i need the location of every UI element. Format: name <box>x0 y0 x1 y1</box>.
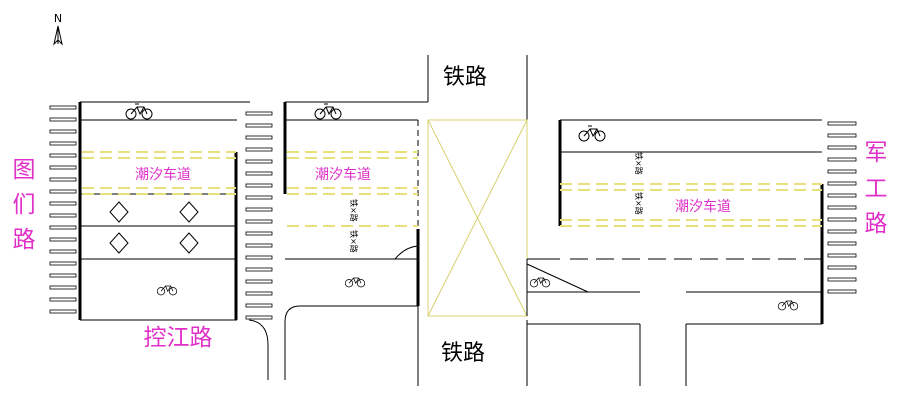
compass-label: N <box>54 12 62 25</box>
crosswalk-stripe <box>827 133 857 138</box>
jungong-char-1: 军 <box>865 140 888 166</box>
crosswalk-stripe <box>49 177 77 182</box>
crosswalk-stripe <box>49 249 77 254</box>
crosswalk-stripe <box>827 217 857 222</box>
crosswalk-stripe <box>245 147 273 152</box>
crosswalk-stripe <box>49 273 77 278</box>
right-road-segment <box>526 119 824 386</box>
rail-cross-text-d: 铁×路 <box>634 192 644 215</box>
rail-label-top: 铁路 <box>443 65 487 90</box>
jungong-char-3: 路 <box>865 211 888 237</box>
crosswalk-stripe <box>49 285 77 290</box>
crosswalk-stripe <box>49 141 77 146</box>
crosswalk-stripe <box>245 195 273 200</box>
crosswalk-stripe <box>245 219 273 224</box>
crosswalk-stripe <box>827 253 857 258</box>
crosswalk-stripe <box>827 277 857 282</box>
crosswalk-stripe <box>245 243 273 248</box>
rail-cross-text-c: 铁×路 <box>634 152 644 175</box>
jungong-road-label: 军 工 路 <box>865 140 888 237</box>
bicycle-icon <box>777 300 799 311</box>
crosswalk-stripe <box>827 229 857 234</box>
bicycle-icon <box>156 285 178 296</box>
rail-cross-text-a: 铁×路 <box>349 199 359 222</box>
crosswalk-middle <box>245 111 273 320</box>
bicycle-icon <box>314 103 342 120</box>
crosswalk-stripe <box>49 189 77 194</box>
tumen-char-3: 路 <box>13 227 36 253</box>
crosswalk-stripe <box>827 241 857 246</box>
bicycle-icon <box>344 277 366 288</box>
crosswalk-stripe <box>827 121 857 126</box>
crosswalk-stripe <box>245 123 273 128</box>
middle-road-segment <box>248 55 528 386</box>
left-tidal-dashes <box>82 151 236 195</box>
crosswalk-stripe <box>245 159 273 164</box>
tidal-lane-label-left: 潮汐车道 <box>135 166 191 183</box>
tumen-char-1: 图 <box>13 157 36 183</box>
compass-north-icon: N <box>53 12 63 46</box>
tidal-lane-label-right: 潮汐车道 <box>675 198 731 215</box>
crosswalk-stripe <box>49 105 77 110</box>
crosswalk-stripe <box>245 207 273 212</box>
crosswalk-stripe <box>827 193 857 198</box>
crosswalk-stripe <box>49 117 77 122</box>
crosswalk-stripe <box>245 267 273 272</box>
kongjiang-road-label: 控江路 <box>144 325 213 351</box>
tumen-road-label: 图 们 路 <box>13 157 36 253</box>
crosswalk-right <box>827 121 857 294</box>
crosswalk-stripe <box>49 261 77 266</box>
crosswalk-stripe <box>49 153 77 158</box>
middle-tidal-dashes <box>287 151 418 227</box>
crosswalk-stripe <box>245 171 273 176</box>
crosswalk-stripe <box>49 201 77 206</box>
crosswalk-stripe <box>49 165 77 170</box>
rail-cross-text-b: 铁×路 <box>349 230 359 253</box>
crosswalk-stripe <box>245 183 273 188</box>
crosswalk-stripe <box>49 297 77 302</box>
crosswalk-stripe <box>827 205 857 210</box>
crosswalk-stripe <box>49 129 77 134</box>
crosswalk-stripe <box>827 169 857 174</box>
crosswalk-stripe <box>49 225 77 230</box>
left-road-segment <box>78 101 250 321</box>
crosswalk-stripe <box>827 157 857 162</box>
crosswalk-stripe <box>49 309 77 314</box>
crosswalk-stripe <box>245 231 273 236</box>
bicycle-icon <box>578 125 606 142</box>
rail-cross-marking: 铁×路 铁×路 铁×路 铁×路 <box>349 152 644 253</box>
crosswalk-stripe <box>245 315 273 320</box>
right-tidal-dashes <box>560 183 822 227</box>
crosswalk-stripe <box>245 303 273 308</box>
crosswalk-stripe <box>245 111 273 116</box>
crosswalk-stripe <box>49 237 77 242</box>
crosswalk-stripe <box>245 291 273 296</box>
diamond-marking-icon <box>109 201 199 254</box>
crosswalk-stripe <box>245 279 273 284</box>
crosswalk-stripe <box>49 213 77 218</box>
crossing-pattern-icon <box>427 119 528 317</box>
tumen-char-2: 们 <box>13 192 36 218</box>
rail-label-bottom: 铁路 <box>441 341 485 366</box>
crosswalk-stripe <box>827 145 857 150</box>
jungong-char-2: 工 <box>865 176 888 202</box>
tidal-lane-label-middle: 潮汐车道 <box>315 166 371 183</box>
bicycle-icon <box>529 277 551 288</box>
crosswalk-stripe <box>245 135 273 140</box>
bicycle-icon <box>125 103 153 120</box>
crosswalk-left <box>49 105 77 314</box>
crosswalk-stripe <box>827 289 857 294</box>
crosswalk-stripe <box>245 255 273 260</box>
crosswalk-stripe <box>827 265 857 270</box>
crosswalk-stripe <box>827 181 857 186</box>
